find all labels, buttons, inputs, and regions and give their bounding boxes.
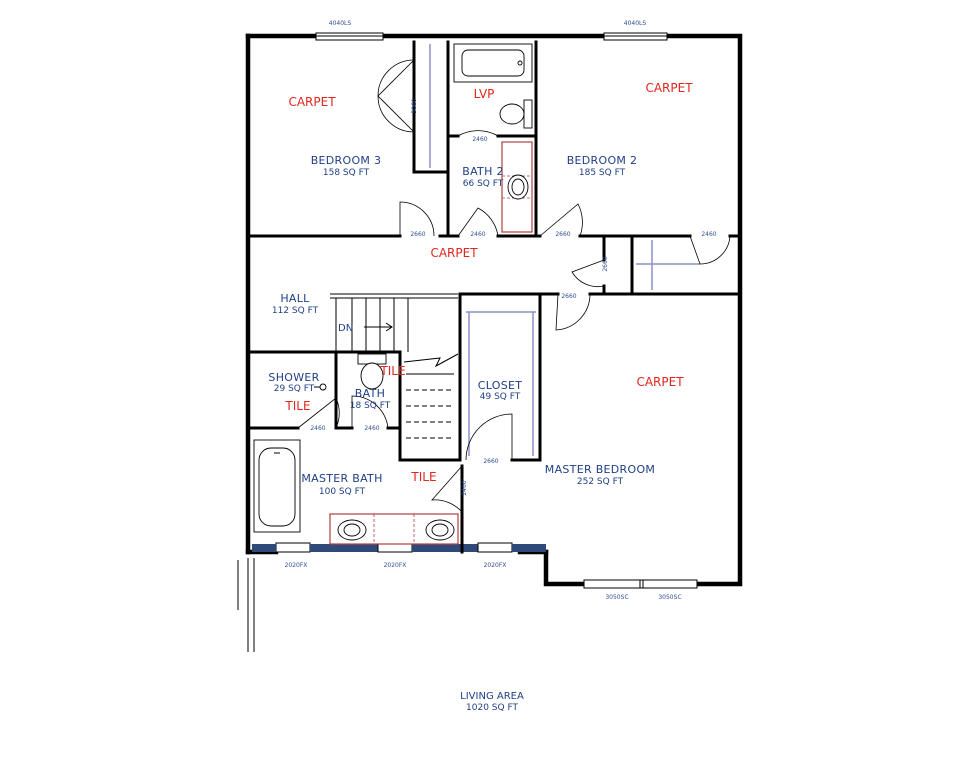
top-windows [315, 32, 698, 589]
room-area: 252 SQ FT [577, 477, 624, 487]
master-tub [253, 439, 301, 533]
exterior-walls [245, 33, 743, 587]
room-bath: TILE BATH 18 SQ FT [350, 364, 406, 411]
stoop-lines [237, 558, 255, 652]
door-tag-bath2: 2460 [470, 231, 485, 238]
window-tag-master-right: 3050SC [658, 594, 681, 601]
interior-walls [246, 40, 742, 554]
room-area: 29 SQ FT [274, 384, 315, 394]
floor-label: CARPET [645, 81, 693, 95]
master-vanity [329, 513, 459, 545]
floor-label: TILE [410, 470, 436, 484]
door-tag-master-bath: 2460 [461, 480, 468, 495]
window-tag-bath-mid: 2020FX [384, 562, 407, 569]
room-area: 112 SQ FT [272, 306, 319, 316]
room-master-bath: MASTER BATH 100 SQ FT TILE [301, 470, 436, 497]
window-tag-master-left: 3050SC [605, 594, 628, 601]
window-tag-bath-left: 2020FX [285, 562, 308, 569]
door-tag-bedroom3-closet: 5060 [411, 98, 418, 113]
room-name: BATH [355, 387, 385, 400]
room-name: BEDROOM 2 [567, 154, 638, 167]
bath-window-band [252, 542, 546, 553]
summary-area: 1020 SQ FT [466, 703, 518, 713]
room-shower: SHOWER 29 SQ FT TILE [268, 371, 319, 413]
room-name: BEDROOM 3 [311, 154, 382, 167]
room-name: CLOSET [478, 379, 523, 392]
floor-label: CARPET [288, 95, 336, 109]
door-tag-shower: 2460 [310, 425, 325, 432]
summary-name: LIVING AREA [460, 691, 524, 702]
door-tag-linen: 2660 [602, 256, 609, 271]
floor-label: TILE [379, 364, 405, 378]
room-area: 158 SQ FT [323, 168, 370, 178]
door-tag-bath2-tub: 2460 [472, 136, 487, 143]
window-tag-bedroom2: 4040LS [624, 20, 647, 27]
window-tag-bedroom3: 4040LS [329, 20, 352, 27]
floor-label: TILE [284, 399, 310, 413]
shower-valve [314, 383, 327, 391]
door-tag-closet: 2660 [483, 458, 498, 465]
stair-down-label: DN [338, 323, 353, 334]
door-swings [297, 59, 731, 513]
room-bedroom3: CARPET BEDROOM 3 158 SQ FT [288, 95, 381, 178]
room-area: 49 SQ FT [480, 392, 521, 402]
bath2-toilet [499, 99, 533, 129]
floor-label: CARPET [636, 375, 684, 389]
room-name: HALL [280, 292, 310, 305]
room-area: 18 SQ FT [350, 401, 391, 411]
room-bath2: LVP BATH 2 66 SQ FT [462, 87, 504, 189]
bath2-tub [453, 43, 533, 83]
living-area-summary: LIVING AREA 1020 SQ FT [460, 691, 524, 713]
room-name: MASTER BEDROOM [545, 463, 655, 476]
room-master-bedroom: CARPET MASTER BEDROOM 252 SQ FT [545, 375, 684, 487]
room-bedroom2: CARPET BEDROOM 2 185 SQ FT [567, 81, 694, 178]
room-name: MASTER BATH [301, 472, 382, 485]
window-tag-bath-right: 2020FX [484, 562, 507, 569]
door-tag-bedroom3: 2660 [410, 231, 425, 238]
hall-bath-toilet [357, 353, 387, 390]
stairs [330, 293, 459, 439]
bath2-vanity [501, 141, 533, 233]
door-tag-bedroom2: 2660 [555, 231, 570, 238]
room-area: 66 SQ FT [463, 179, 504, 189]
room-area: 100 SQ FT [319, 487, 366, 497]
door-tag-bath: 2460 [364, 425, 379, 432]
room-name: BATH 2 [462, 165, 504, 178]
room-hall: CARPET HALL 112 SQ FT [272, 246, 478, 316]
room-closet: CLOSET 49 SQ FT [478, 379, 523, 402]
room-name: SHOWER [268, 371, 319, 384]
closet-shelves [429, 44, 700, 456]
floor-label: CARPET [430, 246, 478, 260]
door-tag-bedroom2-closet: 2460 [701, 231, 716, 238]
room-area: 185 SQ FT [579, 168, 626, 178]
door-tag-master-bedroom: 2660 [561, 293, 576, 300]
floor-label: LVP [474, 87, 495, 101]
